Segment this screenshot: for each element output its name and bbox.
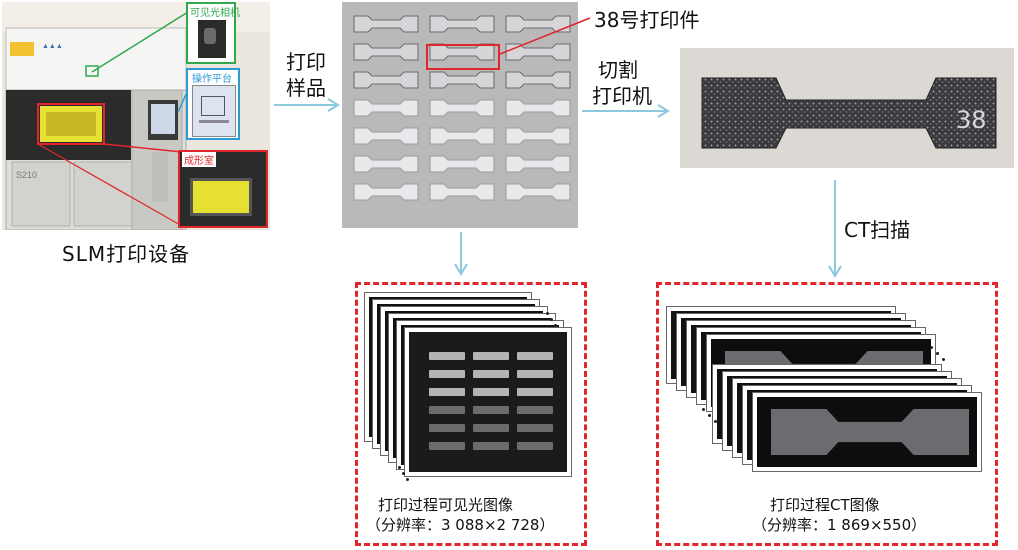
printed-sample [353,99,419,117]
ellipsis-dot [930,346,933,349]
chamber-window [190,178,252,216]
camera-label: 可见光相机 [190,8,240,19]
printed-sample [505,43,571,61]
visible-stack-box [355,282,587,546]
ellipsis-dot [550,318,553,321]
camera-photo [198,20,226,58]
ellipsis-dot [402,472,405,475]
printed-sample [429,155,495,173]
image-frame [404,327,572,477]
printed-samples-photo [342,2,578,228]
specimen-callout-line [499,17,591,55]
printed-sample [353,155,419,173]
printed-sample [505,127,571,145]
specimen-number: 38 [956,106,987,134]
printed-sample [505,99,571,117]
arrow-down-ct [828,180,842,278]
printed-sample [505,15,571,33]
arrow-right-1 [274,98,340,112]
specimen-photo: 38 [680,48,1014,168]
printed-sample [429,127,495,145]
arrow-down-visible [454,232,468,276]
ellipsis-dot [554,324,557,327]
ellipsis-dot [714,420,717,423]
chamber-label: 成形室 [182,152,216,167]
visible-stack-title: 打印过程可见光图像 [378,496,514,514]
ellipsis-dot [546,312,549,315]
specimen-38-highlight [426,44,500,70]
printed-sample [429,71,495,89]
ct-scan-label: CT扫描 [844,218,911,242]
chamber-inset: 成形室 [178,150,268,228]
printed-sample [505,183,571,201]
arrow-right-2 [582,104,670,118]
printed-sample [429,99,495,117]
specimen-callout-label: 38号打印件 [594,8,700,32]
equipment-caption: SLM打印设备 [62,242,191,266]
ct-stack-box [656,282,998,546]
printed-sample [505,155,571,173]
dogbone-specimen-drawing: 38 [701,77,997,149]
ellipsis-dot [942,358,945,361]
printed-sample [353,43,419,61]
ellipsis-dot [702,408,705,411]
visible-stack-resolution: （分辨率：3 088×2 728） [366,516,555,534]
panel-inset: 操作平台 [186,68,240,140]
print-samples-label-1: 打印 [286,50,326,74]
cut-machine-label-1: 切割 [598,58,638,82]
printed-sample [429,183,495,201]
printed-sample [353,127,419,145]
image-frame [752,392,982,472]
panel-label: 操作平台 [192,74,232,85]
print-samples-label-2: 样品 [286,76,326,100]
ellipsis-dot [936,352,939,355]
sample-plate-drawing [353,15,571,201]
cut-machine-label-2: 打印机 [592,84,652,108]
ellipsis-dot [406,478,409,481]
ellipsis-dot [398,466,401,469]
ct-stack-resolution: （分辨率：1 869×550） [752,516,927,534]
svg-text:▲▲▲: ▲▲▲ [42,43,63,50]
panel-screen [192,85,236,137]
printed-sample [429,43,495,61]
printed-sample [429,15,495,33]
printed-sample [353,183,419,201]
camera-inset: 可见光相机 [186,2,240,64]
printed-sample [353,15,419,33]
machine-model-text: S210 [16,170,37,180]
ct-stack-title: 打印过程CT图像 [770,496,880,514]
printed-sample [505,71,571,89]
printed-sample [353,71,419,89]
ellipsis-dot [708,414,711,417]
